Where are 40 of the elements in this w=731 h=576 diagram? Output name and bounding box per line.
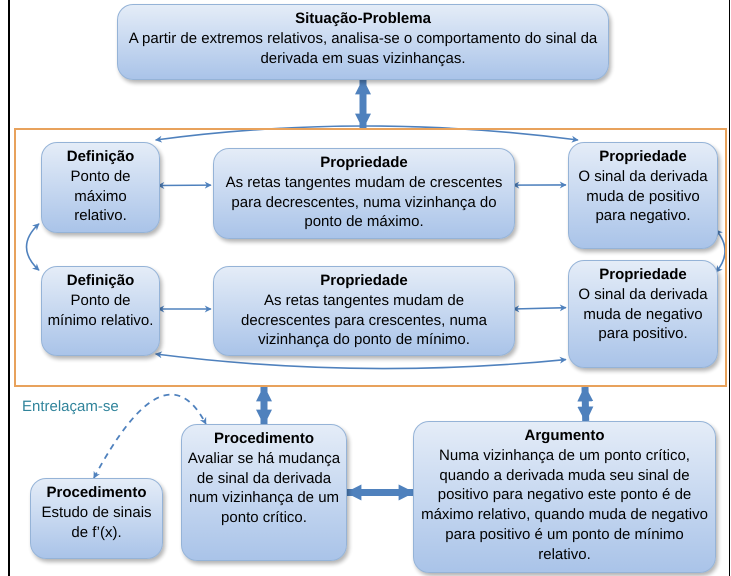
concept-box	[117, 4, 609, 80]
box-text: Numa vizinhança de um ponto crítico, quando a derivada muda seu sinal de positivo para negativo este ponto é de máximo relativo, quando muda de negativo para positivo é um ponto de mínimo relativo.	[420, 446, 709, 565]
box-text: As retas tangentes mudam de crescentes para decrescentes, numa vizinhança do ponto de máximo.	[224, 172, 504, 232]
box-text: As retas tangentes mudam de decrescentes para crescentes, numa vizinhança do ponto de mínimo.	[240, 290, 488, 350]
box-heading: Argumento	[524, 426, 604, 446]
arrow	[715, 229, 726, 273]
box-heading: Propriedade	[320, 153, 408, 173]
concept-box	[30, 478, 163, 559]
group-frame	[14, 128, 727, 387]
block-arrow	[345, 484, 415, 500]
box-heading: Situação-Problema	[295, 9, 431, 29]
box-text: Ponto de mínimo relativo.	[46, 290, 154, 330]
arrow	[154, 125, 579, 143]
box-heading: Propriedade	[599, 147, 687, 167]
block-arrow	[577, 385, 594, 423]
concept-box	[568, 142, 718, 249]
concept-box	[413, 421, 716, 573]
block-arrow	[355, 78, 371, 130]
box-text: Avaliar se há mudança de sinal da derivada num vizinhança de um ponto crítico.	[186, 448, 342, 528]
arrow	[154, 351, 567, 370]
box-text: Estudo de sinais de f’(x).	[40, 502, 153, 542]
concept-box	[181, 424, 347, 561]
box-heading: Propriedade	[320, 271, 408, 291]
concept-box	[41, 142, 160, 233]
box-heading: Definição	[66, 271, 134, 291]
box-text: A partir de extremos relativos, analisa-se o comportamento do sinal da derivada em suas vizinhanças.	[128, 28, 598, 68]
box-text: O sinal da derivada muda de positivo para negativo.	[577, 166, 709, 226]
box-heading: Procedimento	[46, 483, 147, 503]
box-heading: Definição	[66, 147, 134, 167]
arrow	[93, 394, 207, 479]
arrow	[26, 223, 40, 271]
block-arrow	[256, 385, 272, 426]
concept-box	[213, 266, 515, 356]
concept-box	[213, 148, 515, 239]
concept-box	[568, 260, 718, 368]
box-text: Ponto de máximo relativo.	[69, 166, 132, 226]
box-heading: Procedimento	[214, 429, 314, 449]
box-text: O sinal da derivada muda de negativo para positivo.	[577, 284, 709, 344]
concept-box	[41, 266, 160, 356]
box-heading: Propriedade	[599, 265, 687, 285]
